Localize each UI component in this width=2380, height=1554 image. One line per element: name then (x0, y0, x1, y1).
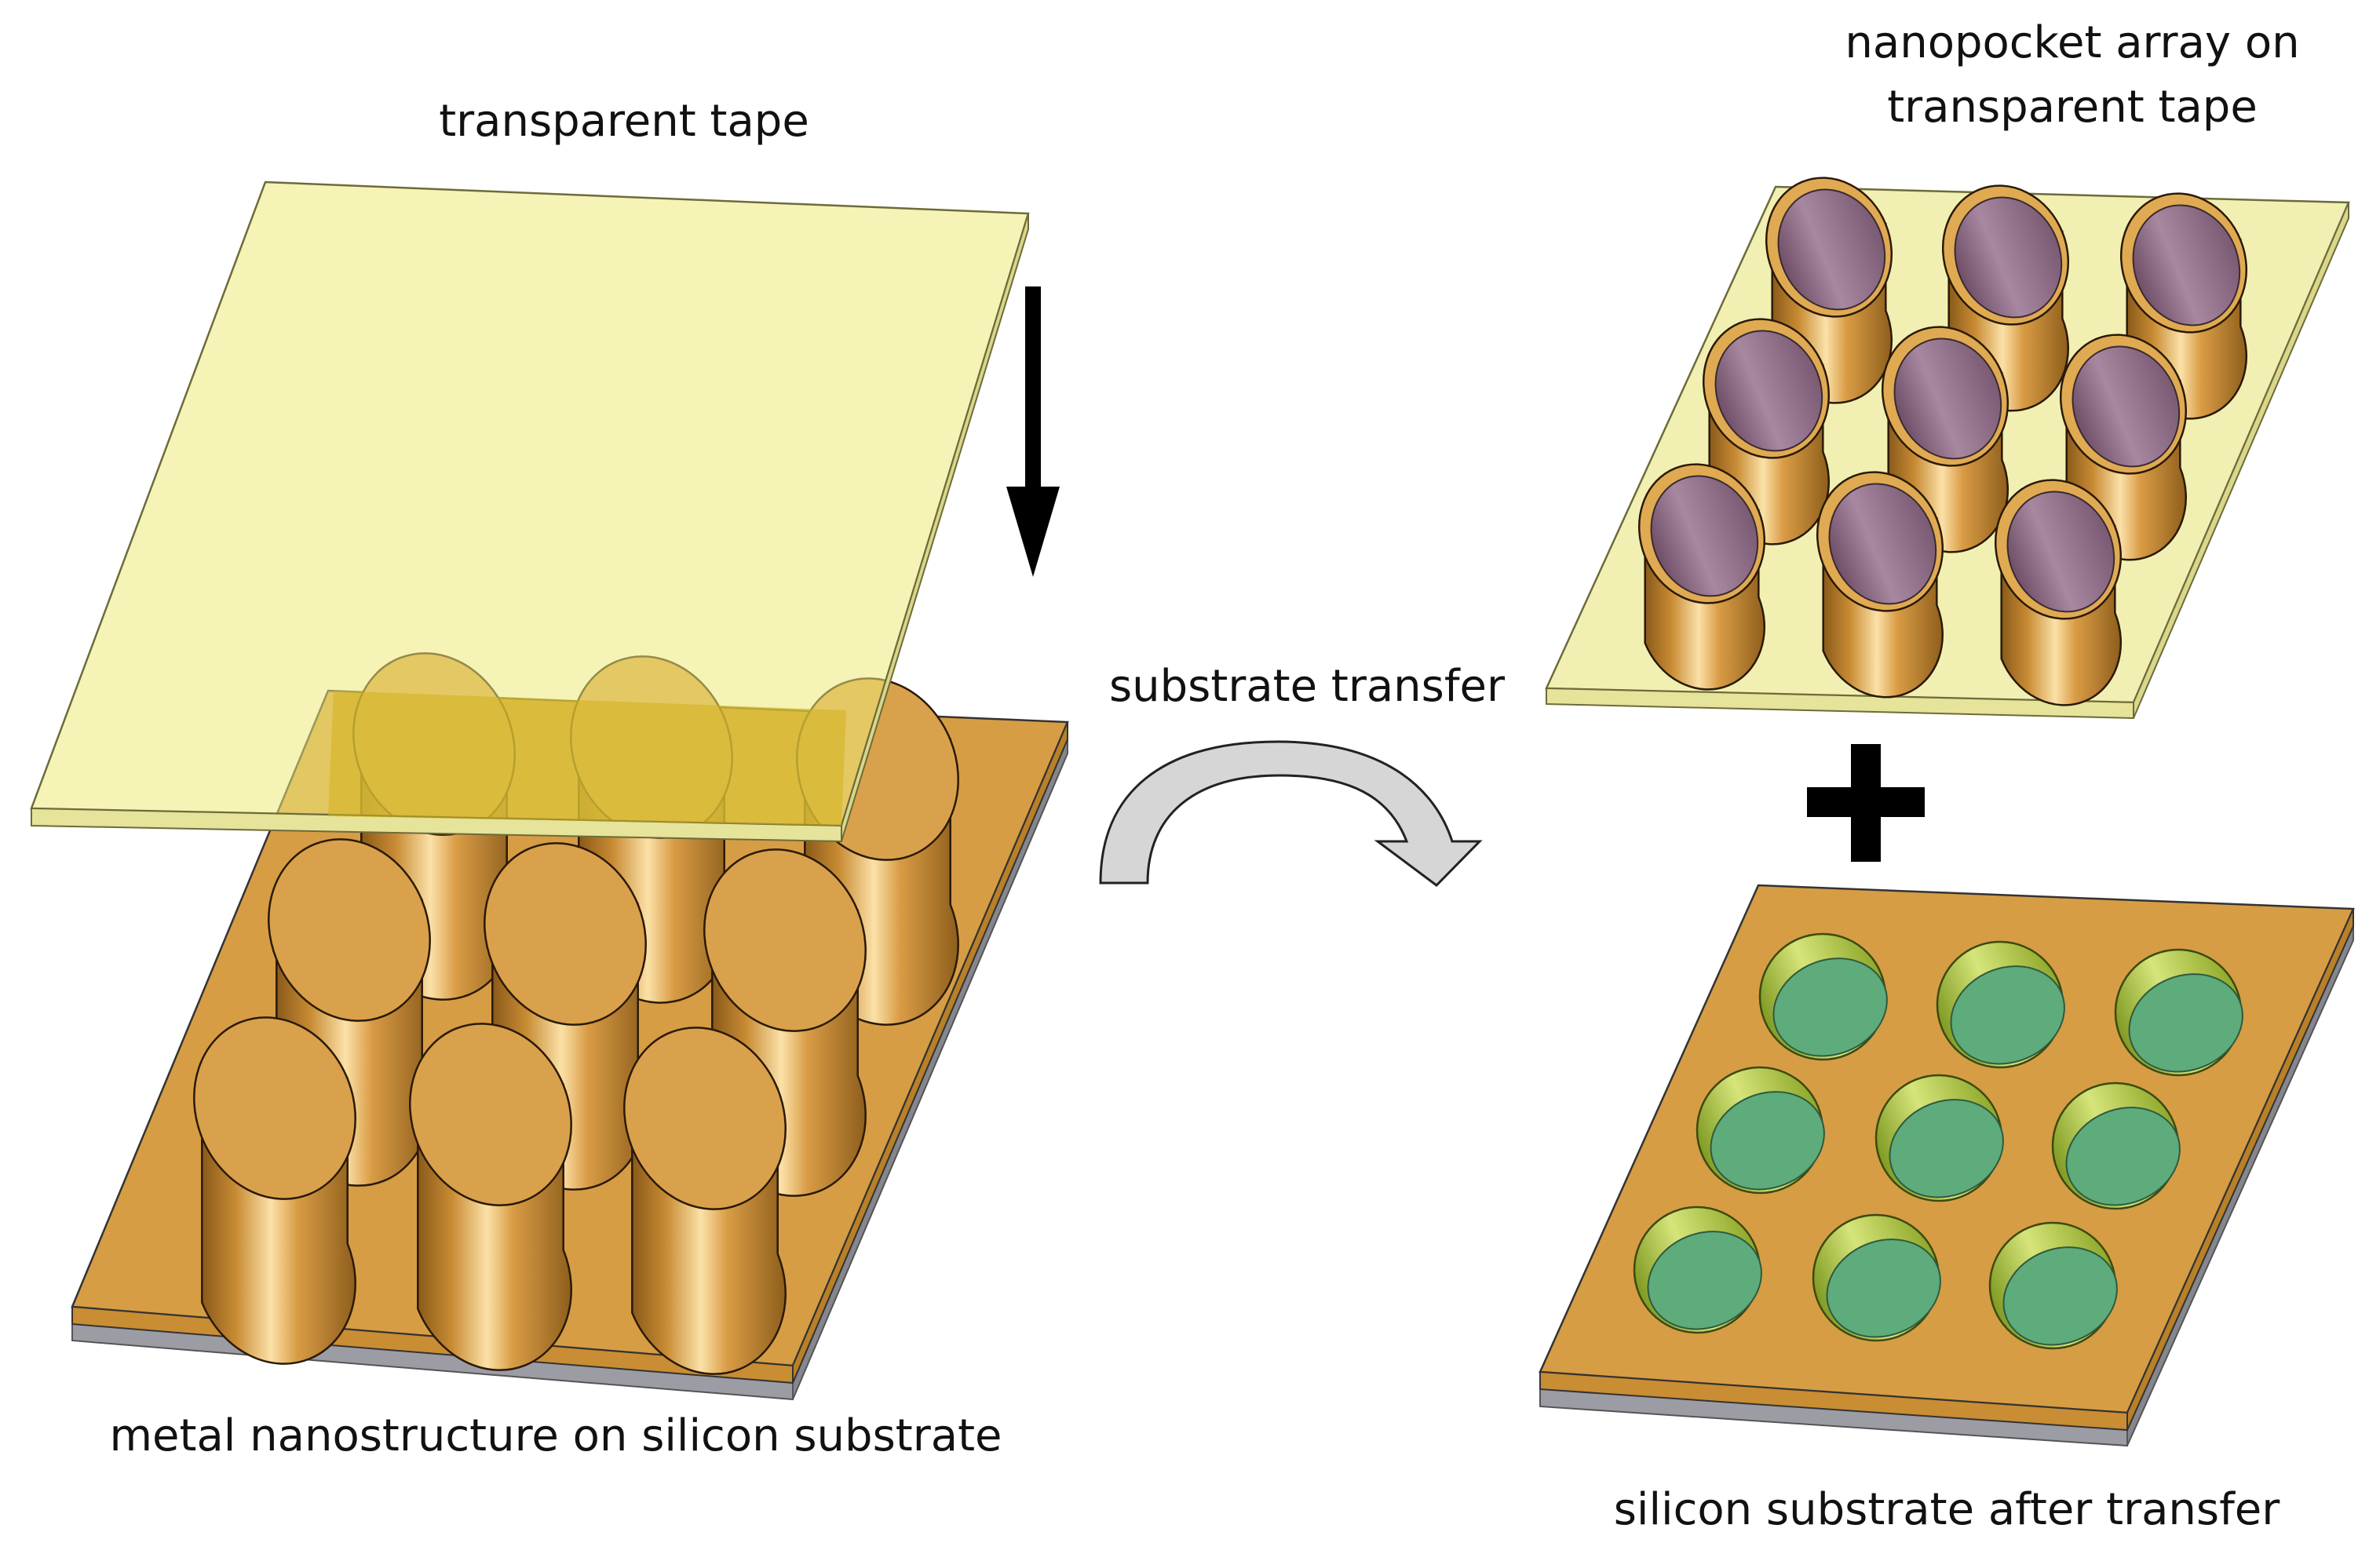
hole (1758, 932, 1888, 1061)
hole (2051, 1082, 2181, 1210)
tape-overlap-region (328, 691, 846, 826)
nanopocket (1994, 479, 2123, 706)
transparent-tape-sheet (30, 181, 1030, 843)
label-transparent-tape: transparent tape (439, 96, 809, 147)
label-substrate-transfer: substrate transfer (1109, 661, 1506, 712)
curved-arrow-icon (1099, 740, 1483, 887)
label-nanopocket-line1: nanopocket array on (1845, 17, 2299, 68)
hole (1988, 1221, 2118, 1350)
label-metal-nanostructure: metal nanostructure on silicon substrate (110, 1410, 1002, 1461)
hole (1696, 1066, 1825, 1195)
hole (1874, 1074, 2004, 1202)
nanopocket-array (1637, 177, 2248, 706)
hole (1936, 940, 2065, 1069)
hole (2114, 948, 2243, 1077)
hole (1812, 1213, 1941, 1342)
nanopocket (1816, 471, 1944, 699)
hole (1633, 1206, 1762, 1334)
label-after-transfer: silicon substrate after transfer (1614, 1484, 2281, 1535)
nanopillar (623, 1027, 787, 1375)
label-nanopocket-line2: transparent tape (1887, 82, 2258, 133)
nanopillar (193, 1016, 356, 1365)
nanopocket (1637, 463, 1766, 691)
down-arrow-icon (1006, 286, 1060, 577)
plus-icon (1807, 744, 1925, 862)
hole-array (1633, 932, 2243, 1350)
nanopillar (409, 1023, 572, 1371)
nanopocket (1765, 177, 1893, 404)
